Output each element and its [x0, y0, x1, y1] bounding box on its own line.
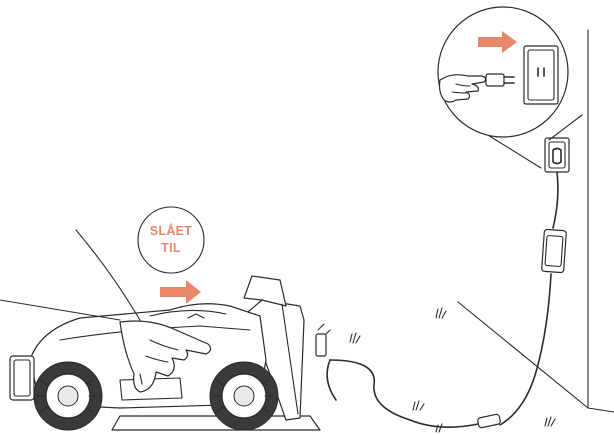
wall-socket: [545, 138, 569, 172]
push-arrow-icon: [160, 280, 201, 304]
power-cable: [327, 172, 566, 428]
status-bubble: SLÅET TIL: [138, 207, 204, 273]
status-bubble-line2: TIL: [161, 241, 181, 255]
grass-tufts: [350, 308, 555, 432]
status-bubble-line1: SLÅET: [150, 223, 193, 238]
